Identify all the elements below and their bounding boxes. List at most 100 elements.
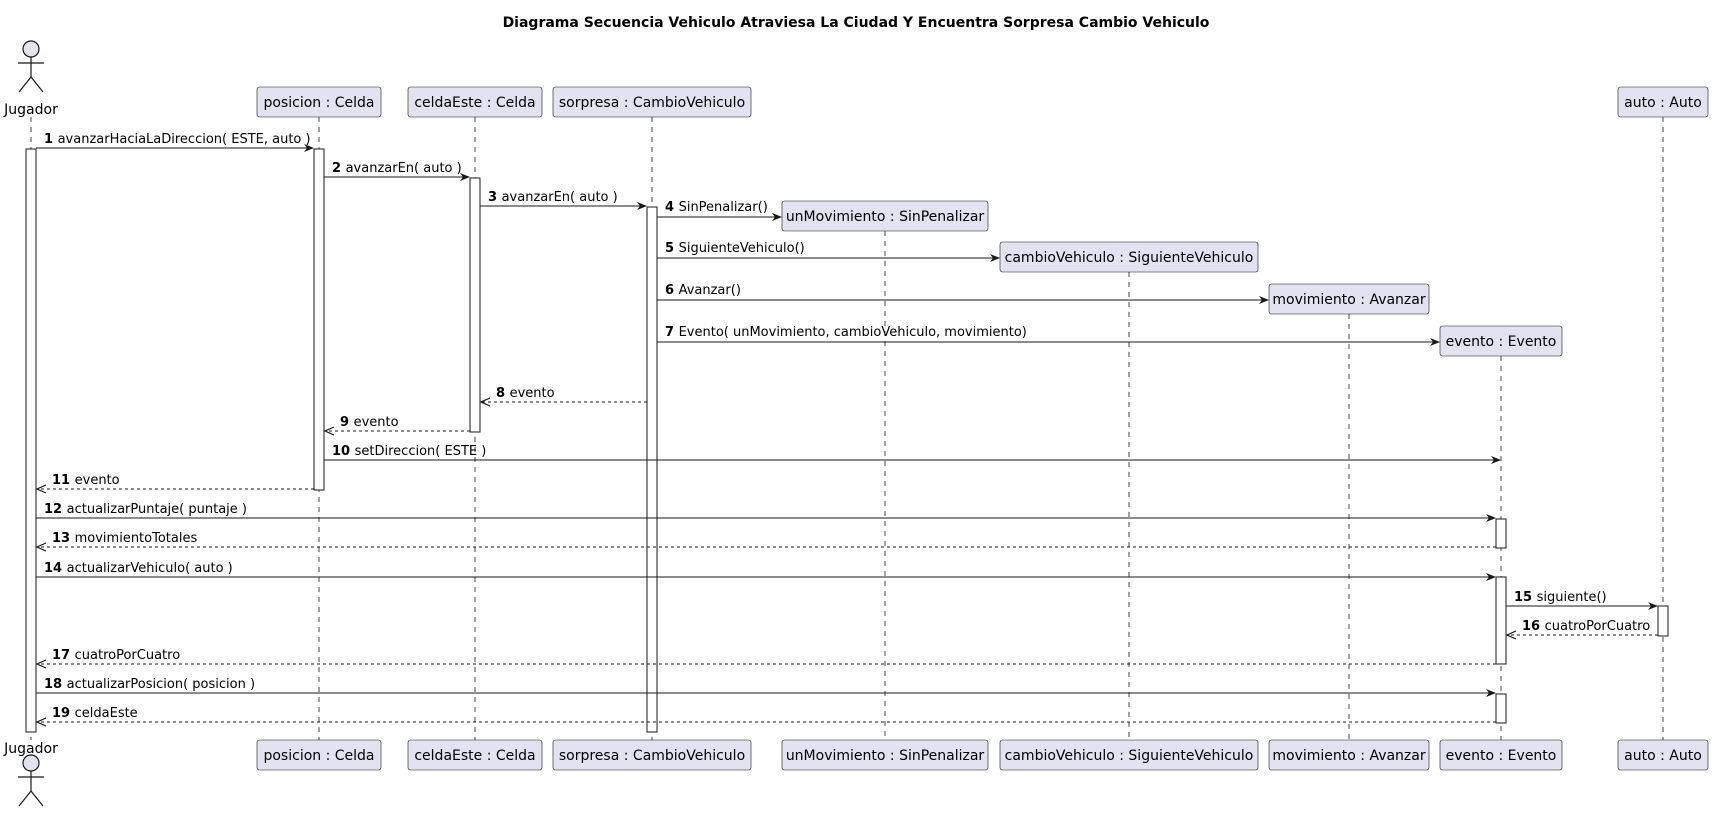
message-label: 7 Evento( unMovimiento, cambioVehiculo, … bbox=[665, 325, 1027, 340]
message-12: 12 actualizarPuntaje( puntaje ) bbox=[36, 502, 1496, 522]
participant-celdaEste-top: celdaEste : Celda bbox=[407, 86, 543, 118]
activation-celdaEste-1 bbox=[469, 177, 481, 433]
message-text: evento bbox=[354, 415, 399, 430]
message-text: setDireccion( ESTE ) bbox=[355, 444, 487, 459]
message-label: 16 cuatroPorCuatro bbox=[1522, 619, 1650, 634]
participant-label: celdaEste : Celda bbox=[414, 748, 535, 764]
message-10: 10 setDireccion( ESTE ) bbox=[324, 444, 1501, 464]
message-label: 4 SinPenalizar() bbox=[665, 200, 768, 215]
message-number: 1 bbox=[44, 132, 58, 147]
message-label: 17 cuatroPorCuatro bbox=[52, 648, 180, 663]
participant-label: Jugador bbox=[3, 741, 58, 757]
message-text: SiguienteVehiculo() bbox=[679, 241, 805, 256]
participant-box bbox=[256, 739, 382, 771]
message-6: 6 Avanzar() bbox=[657, 283, 1269, 304]
message-number: 17 bbox=[52, 648, 75, 663]
participant-label: unMovimiento : SinPenalizar bbox=[786, 748, 985, 764]
participant-label: auto : Auto bbox=[1624, 95, 1702, 111]
message-label: 3 avanzarEn( auto ) bbox=[488, 190, 618, 205]
participant-box bbox=[1617, 86, 1709, 118]
message-text: cuatroPorCuatro bbox=[75, 648, 181, 663]
message-text: siguiente() bbox=[1537, 590, 1607, 605]
participant-unMovimiento-bottom: unMovimiento : SinPenalizar bbox=[781, 739, 989, 771]
participant-movimiento-bottom: movimiento : Avanzar bbox=[1268, 739, 1430, 771]
participant-auto-bottom: auto : Auto bbox=[1617, 739, 1709, 771]
message-number: 2 bbox=[332, 161, 346, 176]
message-number: 19 bbox=[52, 706, 75, 721]
participant-label: sorpresa : CambioVehiculo bbox=[559, 95, 745, 111]
message-7: 7 Evento( unMovimiento, cambioVehiculo, … bbox=[657, 325, 1440, 346]
participant-label: posicion : Celda bbox=[263, 748, 374, 764]
participant-box bbox=[407, 739, 543, 771]
participant-box bbox=[1268, 283, 1430, 315]
participant-label: auto : Auto bbox=[1624, 748, 1702, 764]
message-number: 5 bbox=[665, 241, 679, 256]
message-label: 12 actualizarPuntaje( puntaje ) bbox=[44, 502, 247, 517]
actor-figure-icon bbox=[18, 40, 44, 93]
activation-evento-2 bbox=[1495, 576, 1507, 665]
activation-posicion-1 bbox=[313, 148, 325, 491]
activation-sorpresa-1 bbox=[646, 206, 658, 733]
message-number: 6 bbox=[665, 283, 679, 298]
message-9: 9 evento bbox=[325, 415, 470, 431]
message-label: 10 setDireccion( ESTE ) bbox=[332, 444, 486, 459]
message-18: 18 actualizarPosicion( posicion ) bbox=[36, 677, 1496, 697]
participant-cambioVehiculo-bottom: cambioVehiculo : SiguienteVehiculo bbox=[999, 739, 1259, 771]
message-label: 14 actualizarVehiculo( auto ) bbox=[44, 561, 233, 576]
message-text: avanzarHaciaLaDireccion( ESTE, auto ) bbox=[58, 132, 311, 147]
message-number: 10 bbox=[332, 444, 355, 459]
participant-box bbox=[999, 739, 1259, 771]
actor-figure-icon bbox=[18, 754, 44, 807]
message-label: 9 evento bbox=[340, 415, 399, 430]
message-label: 8 evento bbox=[496, 386, 555, 401]
message-text: avanzarEn( auto ) bbox=[346, 161, 462, 176]
participant-box bbox=[781, 200, 989, 232]
message-number: 14 bbox=[44, 561, 67, 576]
message-number: 3 bbox=[488, 190, 502, 205]
message-number: 11 bbox=[52, 473, 75, 488]
participant-cambioVehiculo-top: cambioVehiculo : SiguienteVehiculo bbox=[999, 241, 1259, 273]
participant-unMovimiento-top: unMovimiento : SinPenalizar bbox=[781, 200, 989, 232]
activation-bars bbox=[25, 148, 1669, 733]
participant-label: cambioVehiculo : SiguienteVehiculo bbox=[1005, 748, 1254, 764]
diagram-title: Diagrama Secuencia Vehiculo Atraviesa La… bbox=[503, 15, 1210, 31]
message-5: 5 SiguienteVehiculo() bbox=[657, 241, 1000, 262]
message-text: Evento( unMovimiento, cambioVehiculo, mo… bbox=[679, 325, 1027, 340]
message-label: 5 SiguienteVehiculo() bbox=[665, 241, 805, 256]
participant-label: evento : Evento bbox=[1446, 748, 1557, 764]
message-number: 8 bbox=[496, 386, 510, 401]
message-15: 15 siguiente() bbox=[1506, 590, 1658, 610]
message-label: 1 avanzarHaciaLaDireccion( ESTE, auto ) bbox=[44, 132, 311, 147]
participant-celdaEste-bottom: celdaEste : Celda bbox=[407, 739, 543, 771]
message-text: SinPenalizar() bbox=[679, 200, 768, 215]
participant-box bbox=[1439, 739, 1563, 771]
message-17: 17 cuatroPorCuatro bbox=[37, 648, 1496, 664]
message-number: 9 bbox=[340, 415, 354, 430]
participant-label: evento : Evento bbox=[1446, 334, 1557, 350]
participant-box bbox=[1439, 325, 1563, 357]
participant-label: movimiento : Avanzar bbox=[1272, 292, 1425, 308]
message-16: 16 cuatroPorCuatro bbox=[1507, 619, 1658, 635]
activation-auto-1 bbox=[1657, 605, 1669, 637]
message-label: 13 movimientoTotales bbox=[52, 531, 197, 546]
actor-jugador-top: Jugador bbox=[3, 40, 58, 118]
participant-sorpresa-bottom: sorpresa : CambioVehiculo bbox=[552, 739, 752, 771]
activation-evento-1 bbox=[1495, 518, 1507, 549]
participant-sorpresa-top: sorpresa : CambioVehiculo bbox=[552, 86, 752, 118]
message-text: celdaEste bbox=[75, 706, 138, 721]
activation-evento-3 bbox=[1495, 693, 1507, 724]
participant-posicion-bottom: posicion : Celda bbox=[256, 739, 382, 771]
message-2: 2 avanzarEn( auto ) bbox=[324, 161, 470, 181]
participant-label: movimiento : Avanzar bbox=[1272, 748, 1425, 764]
message-label: 11 evento bbox=[52, 473, 120, 488]
message-11: 11 evento bbox=[37, 473, 314, 489]
message-1: 1 avanzarHaciaLaDireccion( ESTE, auto ) bbox=[36, 132, 314, 152]
participant-label: sorpresa : CambioVehiculo bbox=[559, 748, 745, 764]
message-label: 2 avanzarEn( auto ) bbox=[332, 161, 462, 176]
message-label: 6 Avanzar() bbox=[665, 283, 741, 298]
message-text: actualizarPuntaje( puntaje ) bbox=[67, 502, 247, 517]
participant-box bbox=[256, 86, 382, 118]
message-number: 18 bbox=[44, 677, 67, 692]
